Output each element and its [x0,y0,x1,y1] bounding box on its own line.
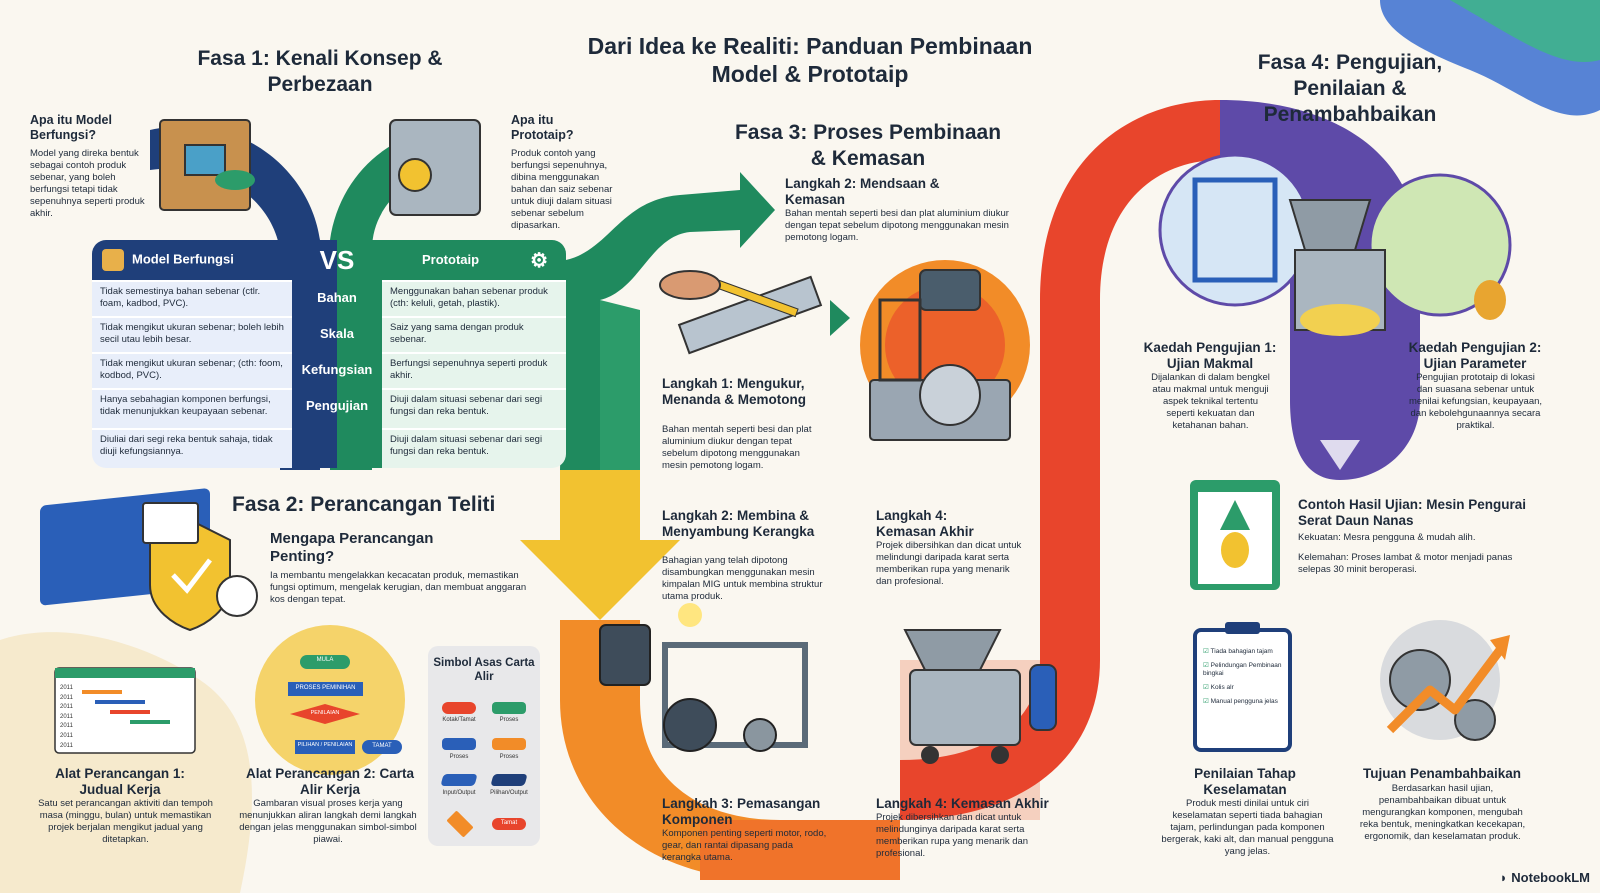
io-symbol [440,774,478,786]
criterion-label: Skala [320,326,354,341]
test1-description: Dijalankan di dalam bengkel atau makmal … [1151,372,1270,431]
flow-start: MULA [316,657,334,663]
improvement-description: Berdasarkan hasil ujian, penambahbaikan … [1359,783,1526,842]
why-planning-description: Ia membantu mengelakkan kecacatan produk… [270,570,527,605]
prototype-description: Produk contoh yang berfungsi sepenuhnya,… [511,148,613,231]
example-weakness: Kelemahan: Proses lambat & motor menjadi… [1298,552,1513,575]
criterion-label: Kefungsian [301,362,373,377]
step1-title: Langkah 1: Mengukur, Menanda & Memotong [662,376,806,407]
example-strength: Kekuatan: Mesra pengguna & mudah alih. [1298,532,1476,543]
vs-label: VS [319,245,355,275]
model-description: Model yang direka bentuk sebagai contoh … [30,148,145,219]
brand-logo: ◗ NotebookLM [1499,870,1590,885]
flow-process: PROSES PEMINIHAN [295,685,356,691]
legend-label: Proses [449,754,469,760]
legend-title: Simbol Asas Carta Alir [433,657,535,683]
flow-io: PILIHAN / PENILAIAN [297,742,353,748]
flow-end: TAMAT [372,743,392,749]
legend-label: Proses [499,717,519,723]
legend-label: Input/Output [442,790,476,796]
safety-description: Produk mesti dinilai untuk ciri keselama… [1161,798,1334,857]
end-symbol [492,818,526,830]
improvement-title: Tujuan Penambahbaikan [1362,766,1522,781]
step1-description: Bahan mentah seperti besi dan plat alumi… [662,424,812,471]
criterion-label: Pengujian [305,398,369,413]
check-icon: ☑ [1203,648,1209,655]
table-row: Tidak mengikut ukuran sebenar; (cth: foo… [92,352,292,388]
why-planning-title: Mengapa Perancangan Penting? [270,530,434,565]
gear-icon: ⚙ [530,250,548,272]
step2b-title: Langkah 2: Membina & Menyambung Kerangka [662,508,815,539]
table-row: Menggunakan bahan sebenar produk (cth: k… [382,280,566,316]
legend-label: Tamat [500,820,518,826]
comparison-table: Model Berfungsi VS Prototaip⚙ Tidak seme… [92,240,566,468]
tool1-description: Satu set perancangan aktiviti dan tempoh… [38,798,213,845]
safety-title: Penilaian Tahap Keselamatan [1194,766,1296,797]
io-symbol [490,774,528,786]
checklist-item: ☑ Kolis alr [1203,684,1234,691]
test1-title: Kaedah Pengujian 1: Ujian Makmal [1143,340,1277,371]
step2a-title: Langkah 2: Mendsaan & Kemasan [785,176,940,207]
box-icon [102,249,124,271]
step4b-description: Projek dibersihkan dan dicat untuk melin… [876,812,1029,859]
tool2-title: Alat Perancangan 2: Carta Alir Kerja [245,766,415,797]
check-icon: ☑ [1203,698,1209,705]
process-symbol [492,738,526,750]
legend-label: Pilihan/Output [490,790,528,796]
criterion-label: Bahan [317,290,357,305]
legend-label: Kotak/Tamat [442,717,476,723]
table-row: Saiz yang sama dengan produk sebenar. [382,316,566,352]
legend-label: Proses [499,754,519,760]
step2a-description: Bahan mentah seperti besi dan plat alumi… [785,208,1009,243]
test2-description: Pengujian prototaip di lokasi dan suasan… [1408,372,1543,431]
notebooklm-icon: ◗ [1499,870,1508,885]
table-row: Tidak mengikut ukuran sebenar; boleh leb… [92,316,292,352]
step3-description: Komponen penting seperti motor, rodo, ge… [662,828,827,863]
phase1-title: Fasa 1: Kenali Konsep & Perbezaan [197,47,443,96]
flowchart-legend: Simbol Asas Carta Alir Kotak/Tamat Prose… [428,646,540,846]
test2-title: Kaedah Pengujian 2: Ujian Parameter [1408,340,1542,371]
safety-checklist: ☑ Tiada bahagian tajam ☑ Pelindungan Pem… [1203,648,1285,706]
checklist-item: ☑ Manual pengguna jelas [1203,698,1278,705]
step4a-description: Projek dibersihkan dan dicat untuk melin… [876,540,1022,587]
checklist-item: ☑ Tiada bahagian tajam [1203,648,1273,655]
step4b-title: Langkah 4: Kemasan Akhir [876,796,1049,811]
table-row: Diuliai dari segi reka bentuk sahaja, ti… [92,428,292,468]
phase2-title: Fasa 2: Perancangan Teliti [232,493,496,516]
table-row: Diuji dalam situasi sebenar dari segi fu… [382,428,566,468]
checklist-item: ☑ Pelindungan Pembinaan bingkai [1203,662,1282,677]
tool1-title: Alat Perancangan 1: Judual Kerja [55,766,185,797]
decision-symbol [446,810,474,838]
check-icon: ☑ [1203,684,1209,691]
table-row: Berfungsi sepenuhnya seperti produk akhi… [382,352,566,388]
table-row: Tidak semestinya bahan sebenar (ctlr. fo… [92,280,292,316]
process-symbol [492,702,526,714]
tool2-description: Gambaran visual proses kerja yang menunj… [239,798,417,845]
phase3-title: Fasa 3: Proses Pembinaan & Kemasan [734,121,1002,170]
table-row: Hanya sebahagian komponen berfungsi, tid… [92,388,292,428]
prototype-header: Prototaip⚙ [382,240,566,280]
flow-decision: PENILAIAN [310,710,340,716]
page-title: Dari Idea ke Realiti: Panduan Pembinaan … [587,33,1033,87]
gantt-row-labels: 2011 2011 2011 2011 2011 2011 2011 [60,685,73,749]
phase4-title: Fasa 4: Pengujian, Penilaian & Penambahb… [1257,51,1443,126]
step3-title: Langkah 3: Pemasangan Komponen [662,796,821,827]
step4a-title: Langkah 4: Kemasan Akhir [876,508,974,539]
prototype-question: Apa itu Prototaip? [511,113,574,142]
table-row: Diuji dalam situasi sebenar dari segi fu… [382,388,566,428]
terminal-symbol [442,702,476,714]
example-title: Contoh Hasil Ujian: Mesin Pengurai Serat… [1298,497,1527,528]
step2b-description: Bahagian yang telah dipotong disambungka… [662,555,823,602]
check-icon: ☑ [1203,662,1209,669]
model-header: Model Berfungsi [92,240,292,280]
process-symbol [442,738,476,750]
model-question: Apa itu Model Berfungsi? [30,113,112,142]
